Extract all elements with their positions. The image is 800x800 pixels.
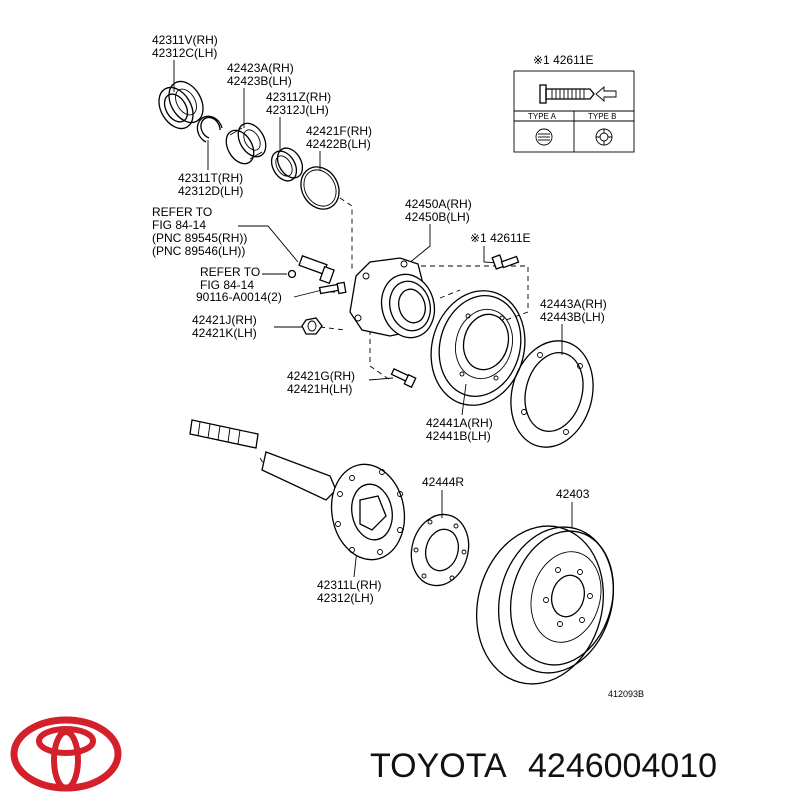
- leader-line: [368, 377, 394, 381]
- label-fig-84-14-2: FIG 84-14: [200, 278, 254, 292]
- hub-bolt-42611E: [491, 254, 520, 270]
- bolt-90116: [318, 281, 347, 295]
- label-42421H: 42421H(LH): [287, 382, 352, 396]
- label-42312D: 42312D(LH): [178, 184, 243, 198]
- label-42441B: 42441B(LH): [426, 429, 491, 443]
- label-42450B: 42450B(LH): [405, 210, 470, 224]
- bolt-42421G: [390, 368, 417, 389]
- label-42421J: 42421J(RH): [192, 313, 257, 327]
- stud-head-icon: [539, 84, 547, 104]
- label-42312C: 42312C(LH): [152, 46, 217, 60]
- label-42443A: 42443A(RH): [540, 297, 607, 311]
- label-refer-to-1: REFER TO: [152, 205, 212, 219]
- assembly-line: [412, 265, 529, 321]
- inset-type-a: TYPE A: [528, 112, 557, 121]
- label-42611E: ※1 42611E: [470, 231, 531, 245]
- abs-sensor: [287, 255, 335, 285]
- label-42441A: 42441A(RH): [426, 416, 493, 430]
- label-42311V: 42311V(RH): [152, 33, 218, 47]
- label-42443B: 42443B(LH): [540, 310, 605, 324]
- label-42421F: 42421F(RH): [306, 124, 372, 138]
- brake-drum-42403: [475, 525, 615, 685]
- assembly-line: [319, 326, 346, 331]
- label-42403: 42403: [556, 487, 590, 501]
- leader-line: [461, 383, 467, 416]
- label-42312J: 42312J(LH): [266, 103, 329, 117]
- axle-shaft-42311L: [189, 419, 406, 561]
- label-42311Z: 42311Z(RH): [266, 90, 331, 104]
- label-90116: 90116-A0014(2): [196, 290, 282, 304]
- stud-icon: [545, 88, 595, 100]
- label-pnc-89545: (PNC 89545(RH)): [152, 231, 247, 245]
- snap-ring-42311T: [196, 115, 223, 143]
- label-refer-to-2: REFER TO: [200, 265, 260, 279]
- nut-42421J: [301, 317, 323, 335]
- bearing-42423A: [225, 122, 267, 165]
- brand-name: TOYOTA: [370, 747, 507, 785]
- o-ring-42421F: [300, 166, 340, 210]
- label-42450A: 42450A(RH): [405, 197, 472, 211]
- label-42422B: 42422B(LH): [306, 137, 371, 151]
- seal-42311Z: [270, 147, 304, 182]
- label-pnc-89546: (PNC 89546(LH)): [152, 244, 245, 258]
- toyota-logo: [10, 716, 122, 792]
- assembly-line: [369, 330, 391, 381]
- diagram-code: 412093B: [608, 689, 644, 699]
- label-42311T: 42311T(RH): [178, 171, 243, 185]
- assembly-line: [439, 289, 461, 299]
- inset-42611E: ※1 42611E TYPE A TYPE B: [513, 53, 635, 153]
- label-42312: 42312(LH): [317, 591, 374, 605]
- label-42421G: 42421G(RH): [287, 369, 355, 383]
- inset-title: ※1 42611E: [533, 53, 594, 67]
- backing-plate-42441A: [430, 290, 526, 406]
- label-42423A: 42423A(RH): [227, 61, 294, 75]
- inset-type-b: TYPE B: [588, 112, 616, 121]
- type-a-head-icon: [535, 128, 553, 146]
- leader-line: [293, 289, 323, 298]
- arrow-icon: [595, 86, 617, 102]
- logo-center-ring-icon: [51, 729, 81, 791]
- gasket-42443A: [510, 340, 594, 448]
- label-fig-84-14-1: FIG 84-14: [152, 218, 206, 232]
- label-42421K: 42421K(LH): [192, 326, 257, 340]
- leader-line: [238, 225, 299, 263]
- leader-line: [407, 224, 431, 265]
- part-number: 4246004010: [528, 747, 717, 785]
- oil-seal-42311V: [158, 80, 204, 130]
- label-42311L: 42311L(RH): [317, 578, 381, 592]
- label-42423B: 42423B(LH): [227, 74, 292, 88]
- label-42444R: 42444R: [422, 475, 464, 489]
- hub-42450A: [349, 257, 436, 339]
- assembly-line: [339, 197, 353, 270]
- gasket-42444R: [410, 513, 470, 587]
